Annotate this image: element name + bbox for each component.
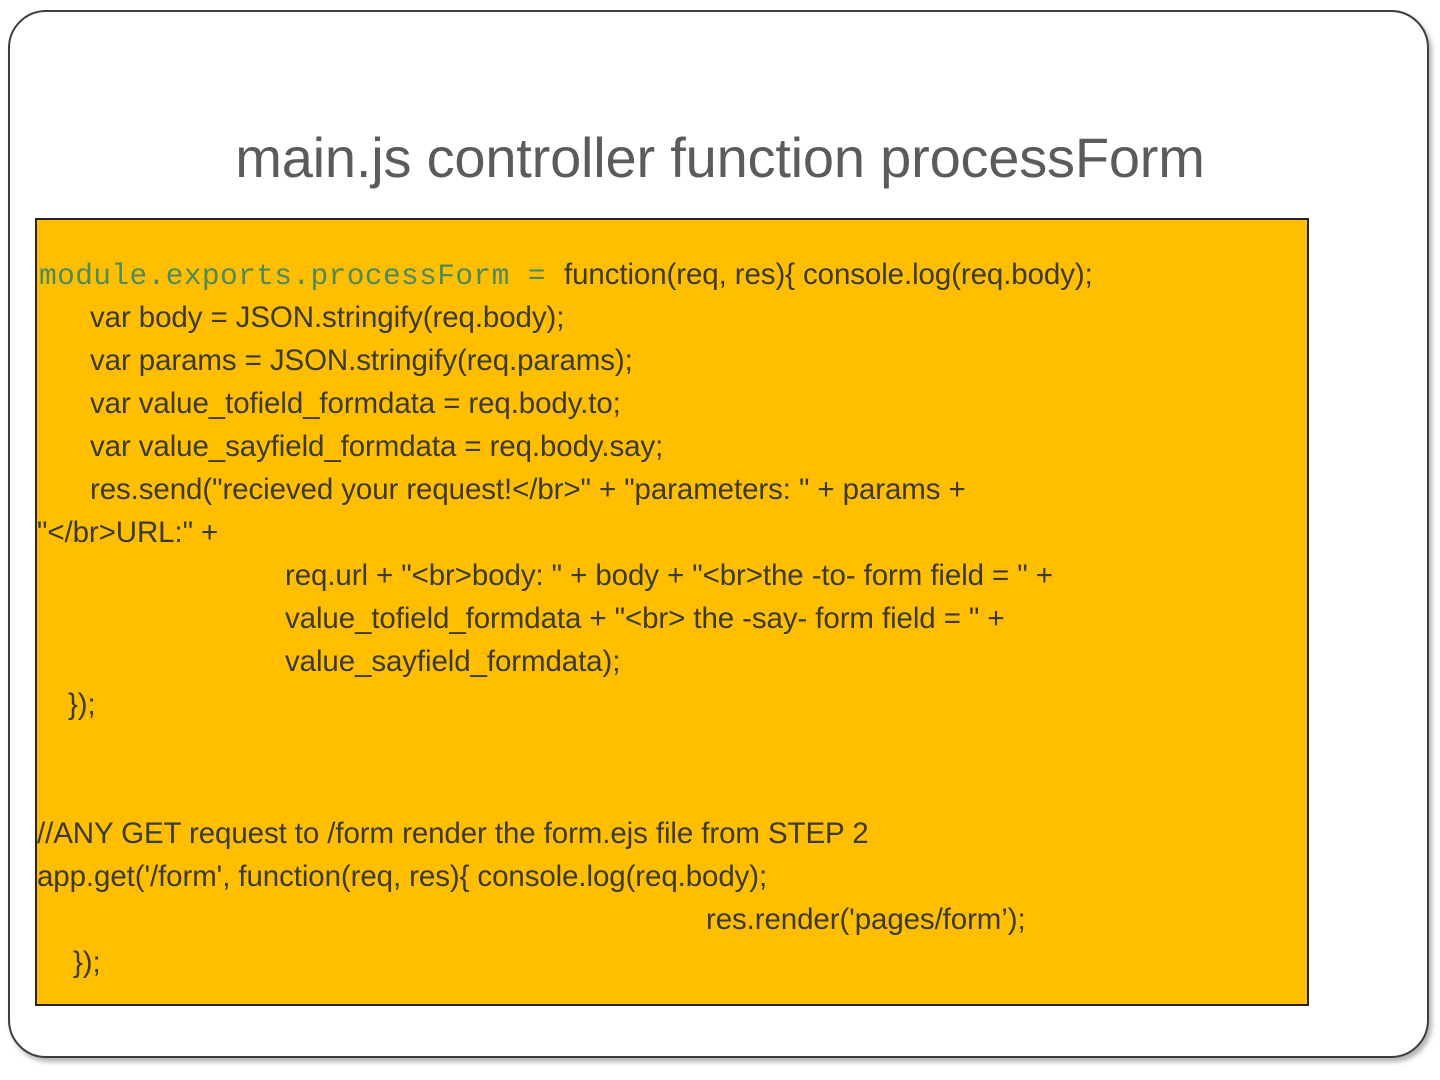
code-line-url-fragment: "</br>URL:" + xyxy=(37,516,219,549)
code-line-req-url: req.url + "<br>body: " + body + "<br>the… xyxy=(285,559,1053,592)
code-line-close-processform: }); xyxy=(68,688,96,721)
code-line-close-appget: }); xyxy=(73,946,101,979)
code-line-var-sayfield: var value_sayfield_formdata = req.body.s… xyxy=(90,430,664,463)
code-line-app-get: app.get('/form', function(req, res){ con… xyxy=(37,860,768,893)
code-block: module.exports.processForm = function(re… xyxy=(35,218,1309,1006)
code-line-var-params: var params = JSON.stringify(req.params); xyxy=(90,344,633,377)
page-title: main.js controller function processForm xyxy=(235,126,1205,189)
code-line-var-body: var body = JSON.stringify(req.body); xyxy=(90,301,565,334)
code-token-function-decl: function(req, res){ console.log(req.body… xyxy=(563,258,1093,291)
code-line-res-send: res.send("recieved your request!</br>" +… xyxy=(90,473,966,506)
code-line-module-exports: module.exports.processForm = function(re… xyxy=(39,258,1093,293)
code-line-var-tofield: var value_tofield_formdata = req.body.to… xyxy=(90,387,621,420)
code-line-comment-get: //ANY GET request to /form render the fo… xyxy=(37,817,869,850)
code-line-res-render: res.render('pages/form’); xyxy=(706,903,1026,936)
code-token-module-exports: module.exports.processForm = xyxy=(39,259,564,293)
code-line-sayfield-concat: value_sayfield_formdata); xyxy=(285,645,621,678)
code-line-tofield-concat: value_tofield_formdata + "<br> the -say-… xyxy=(285,602,1005,635)
